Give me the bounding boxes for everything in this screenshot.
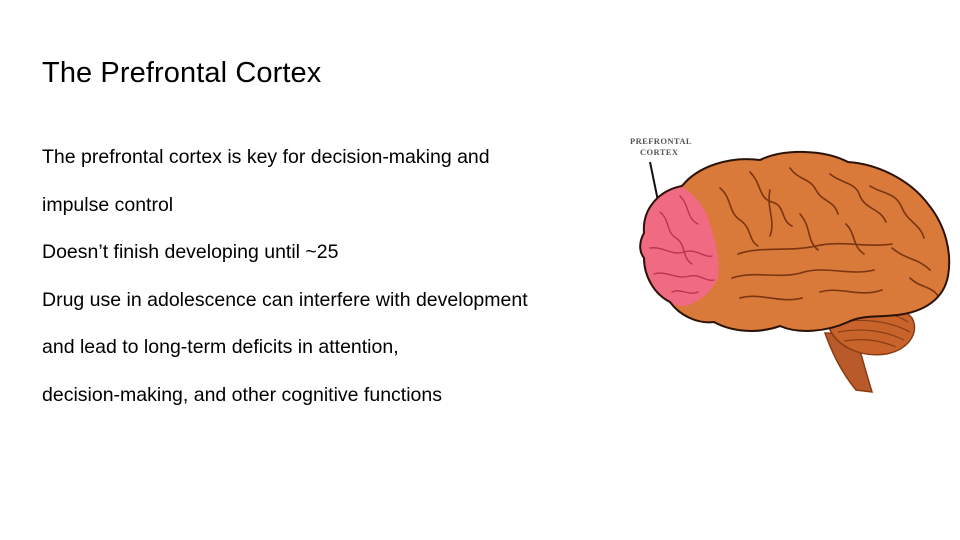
slide-body-text: The prefrontal cortex is key for decisio… <box>42 134 622 419</box>
body-line: The prefrontal cortex is key for decisio… <box>42 146 490 168</box>
body-line: decision-making, and other cognitive fun… <box>42 383 442 406</box>
body-line: impulse control <box>42 193 174 216</box>
brain-outline <box>639 151 951 332</box>
body-line: and lead to long-term deficits in attent… <box>42 336 399 358</box>
cerebrum <box>640 151 950 331</box>
prefrontal-cortex-label-line2: Cortex <box>640 147 679 157</box>
prefrontal-folds <box>649 195 715 294</box>
slide-title: The Prefrontal Cortex <box>42 57 322 89</box>
body-line: Drug use in adolescence can interfere wi… <box>42 288 528 311</box>
brain-folds <box>719 167 939 301</box>
body-line: Doesn’t finish developing until ~25 <box>42 241 339 263</box>
prefrontal-cortex-label: Prefrontal <box>630 136 692 146</box>
brain-svg: Prefrontal Cortex <box>630 136 951 393</box>
brain-illustration: Prefrontal Cortex <box>620 128 955 398</box>
